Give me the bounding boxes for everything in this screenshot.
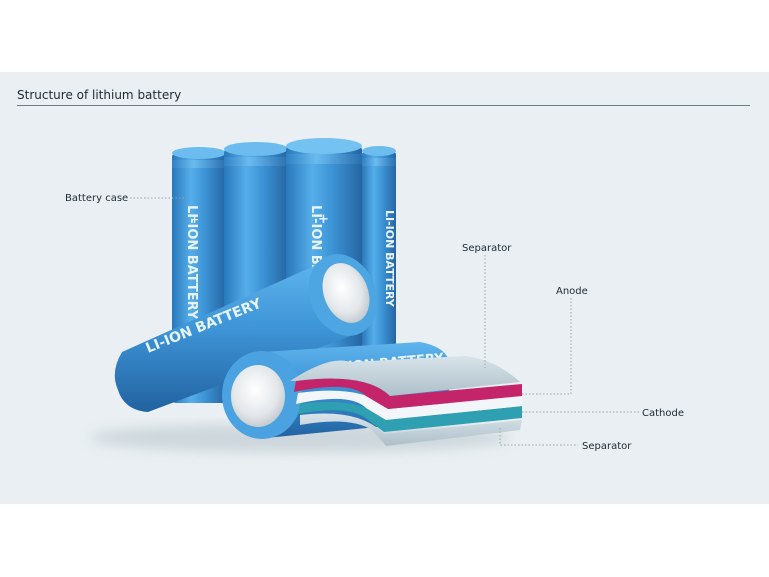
title-rule bbox=[17, 105, 750, 106]
label-battery-case: Battery case bbox=[65, 193, 128, 204]
cathode-layer bbox=[298, 402, 522, 432]
label-separator-bottom: Separator bbox=[582, 441, 632, 452]
unrolled-battery-cell: LI-ION BATTERY bbox=[222, 342, 522, 446]
cell-marking: LI-ION BATTERY bbox=[184, 205, 199, 320]
floor-shadow bbox=[90, 424, 510, 452]
plus-mark: + bbox=[190, 213, 199, 226]
vertical-battery-cell bbox=[362, 146, 396, 403]
label-anode: Anode bbox=[556, 286, 588, 297]
separator-layer-middle bbox=[296, 390, 522, 420]
anode-layer bbox=[294, 378, 522, 409]
leader-lines bbox=[130, 197, 640, 446]
label-separator-top: Separator bbox=[462, 243, 512, 254]
lying-battery-cell: LI-ION BATTERY bbox=[114, 254, 378, 412]
page-title: Structure of lithium battery bbox=[17, 88, 182, 102]
separator-layer-bottom bbox=[300, 413, 522, 446]
label-cathode: Cathode bbox=[642, 408, 684, 419]
separator-layer-top bbox=[290, 356, 520, 396]
plus-mark: + bbox=[318, 212, 329, 227]
cell-marking: LI-ION BATTERY bbox=[383, 210, 396, 308]
